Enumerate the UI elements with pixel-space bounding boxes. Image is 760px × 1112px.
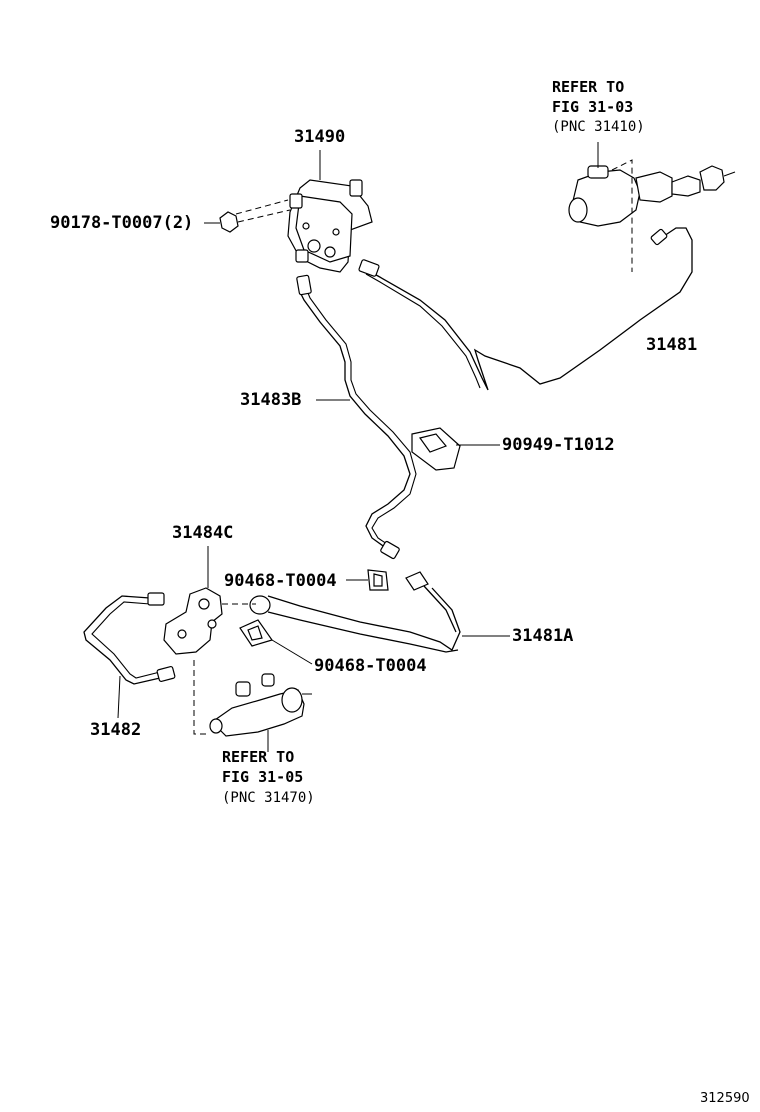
figure-number: 312590 [700, 1091, 750, 1106]
label-31484c: 31484C [172, 523, 233, 543]
clutch-release-cylinder [209, 673, 312, 752]
clip-90468-upper [346, 569, 389, 591]
refer-top-line2: FIG 31-03 [552, 98, 633, 116]
refer-bottom-line2: FIG 31-05 [222, 768, 303, 786]
label-90178: 90178-T0007(2) [50, 213, 193, 233]
label-31483b: 31483B [240, 390, 301, 410]
pipe-31482 [83, 592, 176, 719]
label-31481a: 31481A [512, 626, 573, 646]
clutch-master-cylinder [568, 142, 736, 272]
label-31490: 31490 [294, 127, 345, 147]
label-90949: 90949-T1012 [502, 435, 615, 455]
hose-31481a [249, 571, 510, 653]
clip-90468-lower [239, 619, 313, 665]
bracket-31490 [287, 150, 373, 273]
label-31481: 31481 [646, 335, 697, 355]
bracket-31484c [163, 546, 256, 735]
label-31482: 31482 [90, 720, 141, 740]
label-90468-upper: 90468-T0004 [224, 571, 337, 591]
refer-top-line1: REFER TO [552, 78, 624, 96]
nut-90178 [204, 199, 291, 233]
pipe-31481 [358, 227, 693, 391]
clamp-90949 [411, 427, 500, 471]
pipe-31483b [296, 274, 417, 560]
refer-top-line3: (PNC 31410) [552, 119, 645, 135]
label-90468-lower: 90468-T0004 [314, 656, 427, 676]
refer-bottom-line1: REFER TO [222, 748, 294, 766]
refer-bottom-line3: (PNC 31470) [222, 790, 315, 806]
